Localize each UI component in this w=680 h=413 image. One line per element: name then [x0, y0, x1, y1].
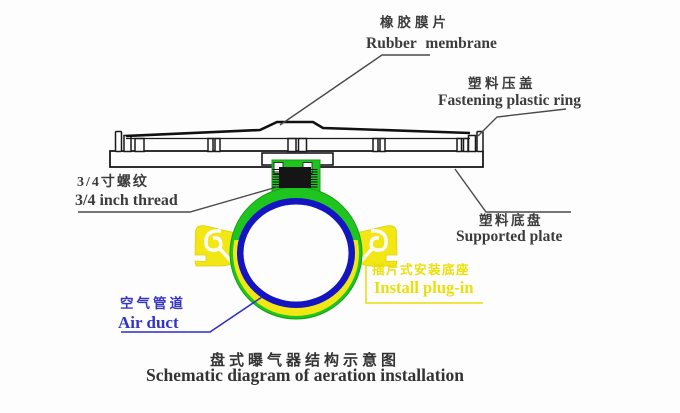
- label-fastening-ring-en: Fastening plastic ring: [438, 92, 581, 109]
- leader-fastening-ring: [477, 108, 567, 137]
- label-supported-plate-zh: 塑料底盘: [479, 213, 543, 228]
- label-rubber-membrane-zh: 橡胶膜片: [380, 15, 450, 30]
- label-install-plug-en: Install plug-in: [374, 278, 474, 297]
- label-thread-en: 3/4 inch thread: [75, 192, 178, 209]
- label-rubber-membrane-en: Rubber membrane: [366, 35, 497, 52]
- diagram-title-zh: 盘式曝气器结构示意图: [209, 353, 400, 369]
- thread-block: [272, 167, 318, 188]
- label-install-plug-zh: 插片式安装底座: [372, 263, 471, 277]
- leader-thread: [78, 186, 278, 213]
- label-fastening-ring-zh: 塑料压盖: [468, 76, 536, 91]
- leader-air-duct: [121, 296, 263, 333]
- label-supported-plate-en: Supported plate: [456, 228, 563, 245]
- leader-rubber-membrane: [279, 54, 430, 126]
- leader-install-plug: [365, 265, 483, 304]
- label-air-duct-en: Air duct: [118, 313, 179, 332]
- rubber-membrane-shape: [125, 120, 471, 138]
- air-duct-bore: [243, 204, 349, 302]
- label-air-duct-zh: 空气管道: [120, 296, 186, 311]
- leader-supported-plate: [454, 168, 571, 213]
- label-thread-zh: 3/4寸螺纹: [77, 175, 149, 190]
- diagram-title-en: Schematic diagram of aeration installati…: [146, 365, 464, 385]
